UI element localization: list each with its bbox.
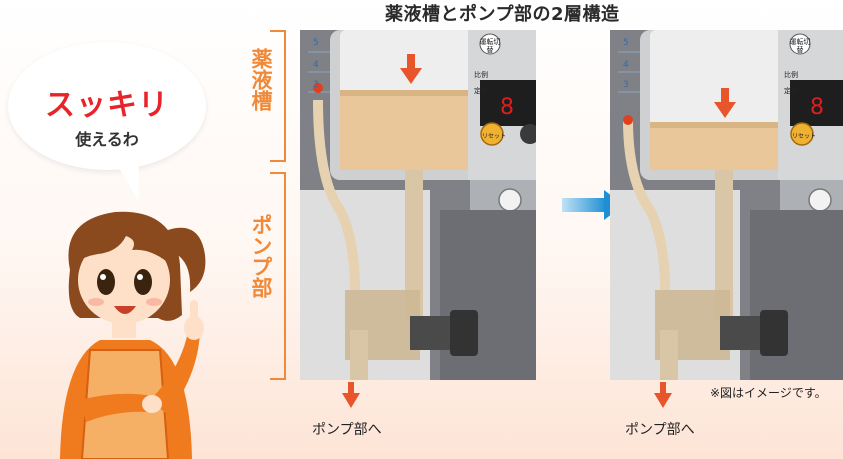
reset-label-left: リセット bbox=[482, 133, 507, 140]
woman-illustration bbox=[60, 211, 206, 459]
caption-right: ポンプ部へ bbox=[625, 422, 695, 438]
caption-left: ポンプ部へ bbox=[312, 422, 382, 438]
pump-bracket bbox=[270, 172, 286, 380]
scale-3-right: 3 bbox=[623, 80, 629, 90]
tank-level-arrow-right bbox=[714, 88, 736, 118]
mode-switch-label-right: 運転切替 bbox=[789, 38, 811, 54]
scale-4-right: 4 bbox=[623, 60, 629, 70]
bubble-subtext: 使えるわ bbox=[75, 130, 139, 149]
pump-label: ポンプ部 bbox=[248, 214, 274, 303]
mode-switch-label-left: 運転切替 bbox=[479, 38, 501, 54]
bubble-headline: スッキリ bbox=[45, 88, 169, 123]
fixed-label-right: 定量 bbox=[784, 87, 798, 95]
machine-after-graphic: 8 bbox=[610, 30, 843, 380]
machine-after: 8 bbox=[610, 30, 843, 380]
proportional-label-right: 比例 bbox=[784, 71, 798, 79]
scale-5-left: 5 bbox=[313, 38, 319, 48]
tank-bracket bbox=[270, 30, 286, 162]
tank-label: 薬液槽 bbox=[248, 48, 274, 116]
scale-4-left: 4 bbox=[313, 60, 319, 70]
machine-before-graphic: 8 bbox=[300, 30, 536, 380]
speech-bubble: スッキリ 使えるわ bbox=[8, 42, 206, 170]
outlet-arrow-right bbox=[654, 382, 672, 408]
outlet-arrow-left bbox=[342, 382, 360, 408]
tank-level-arrow-left bbox=[400, 54, 422, 84]
pump-label-text: ポンプ部 bbox=[249, 214, 273, 298]
image-disclaimer: ※図はイメージです。 bbox=[710, 386, 827, 400]
tank-label-text: 薬液槽 bbox=[249, 48, 273, 111]
reset-label-right: リセット bbox=[792, 133, 817, 140]
scale-3-left: 3 bbox=[313, 80, 319, 90]
page-title: 薬液槽とポンプ部の2層構造 bbox=[385, 4, 620, 25]
scale-5-right: 5 bbox=[623, 38, 629, 48]
machine-before: 8 bbox=[300, 30, 536, 380]
fixed-label-left: 定量 bbox=[474, 87, 488, 95]
svg-text:8: 8 bbox=[810, 95, 824, 120]
svg-text:8: 8 bbox=[500, 95, 514, 120]
proportional-label-left: 比例 bbox=[474, 71, 488, 79]
